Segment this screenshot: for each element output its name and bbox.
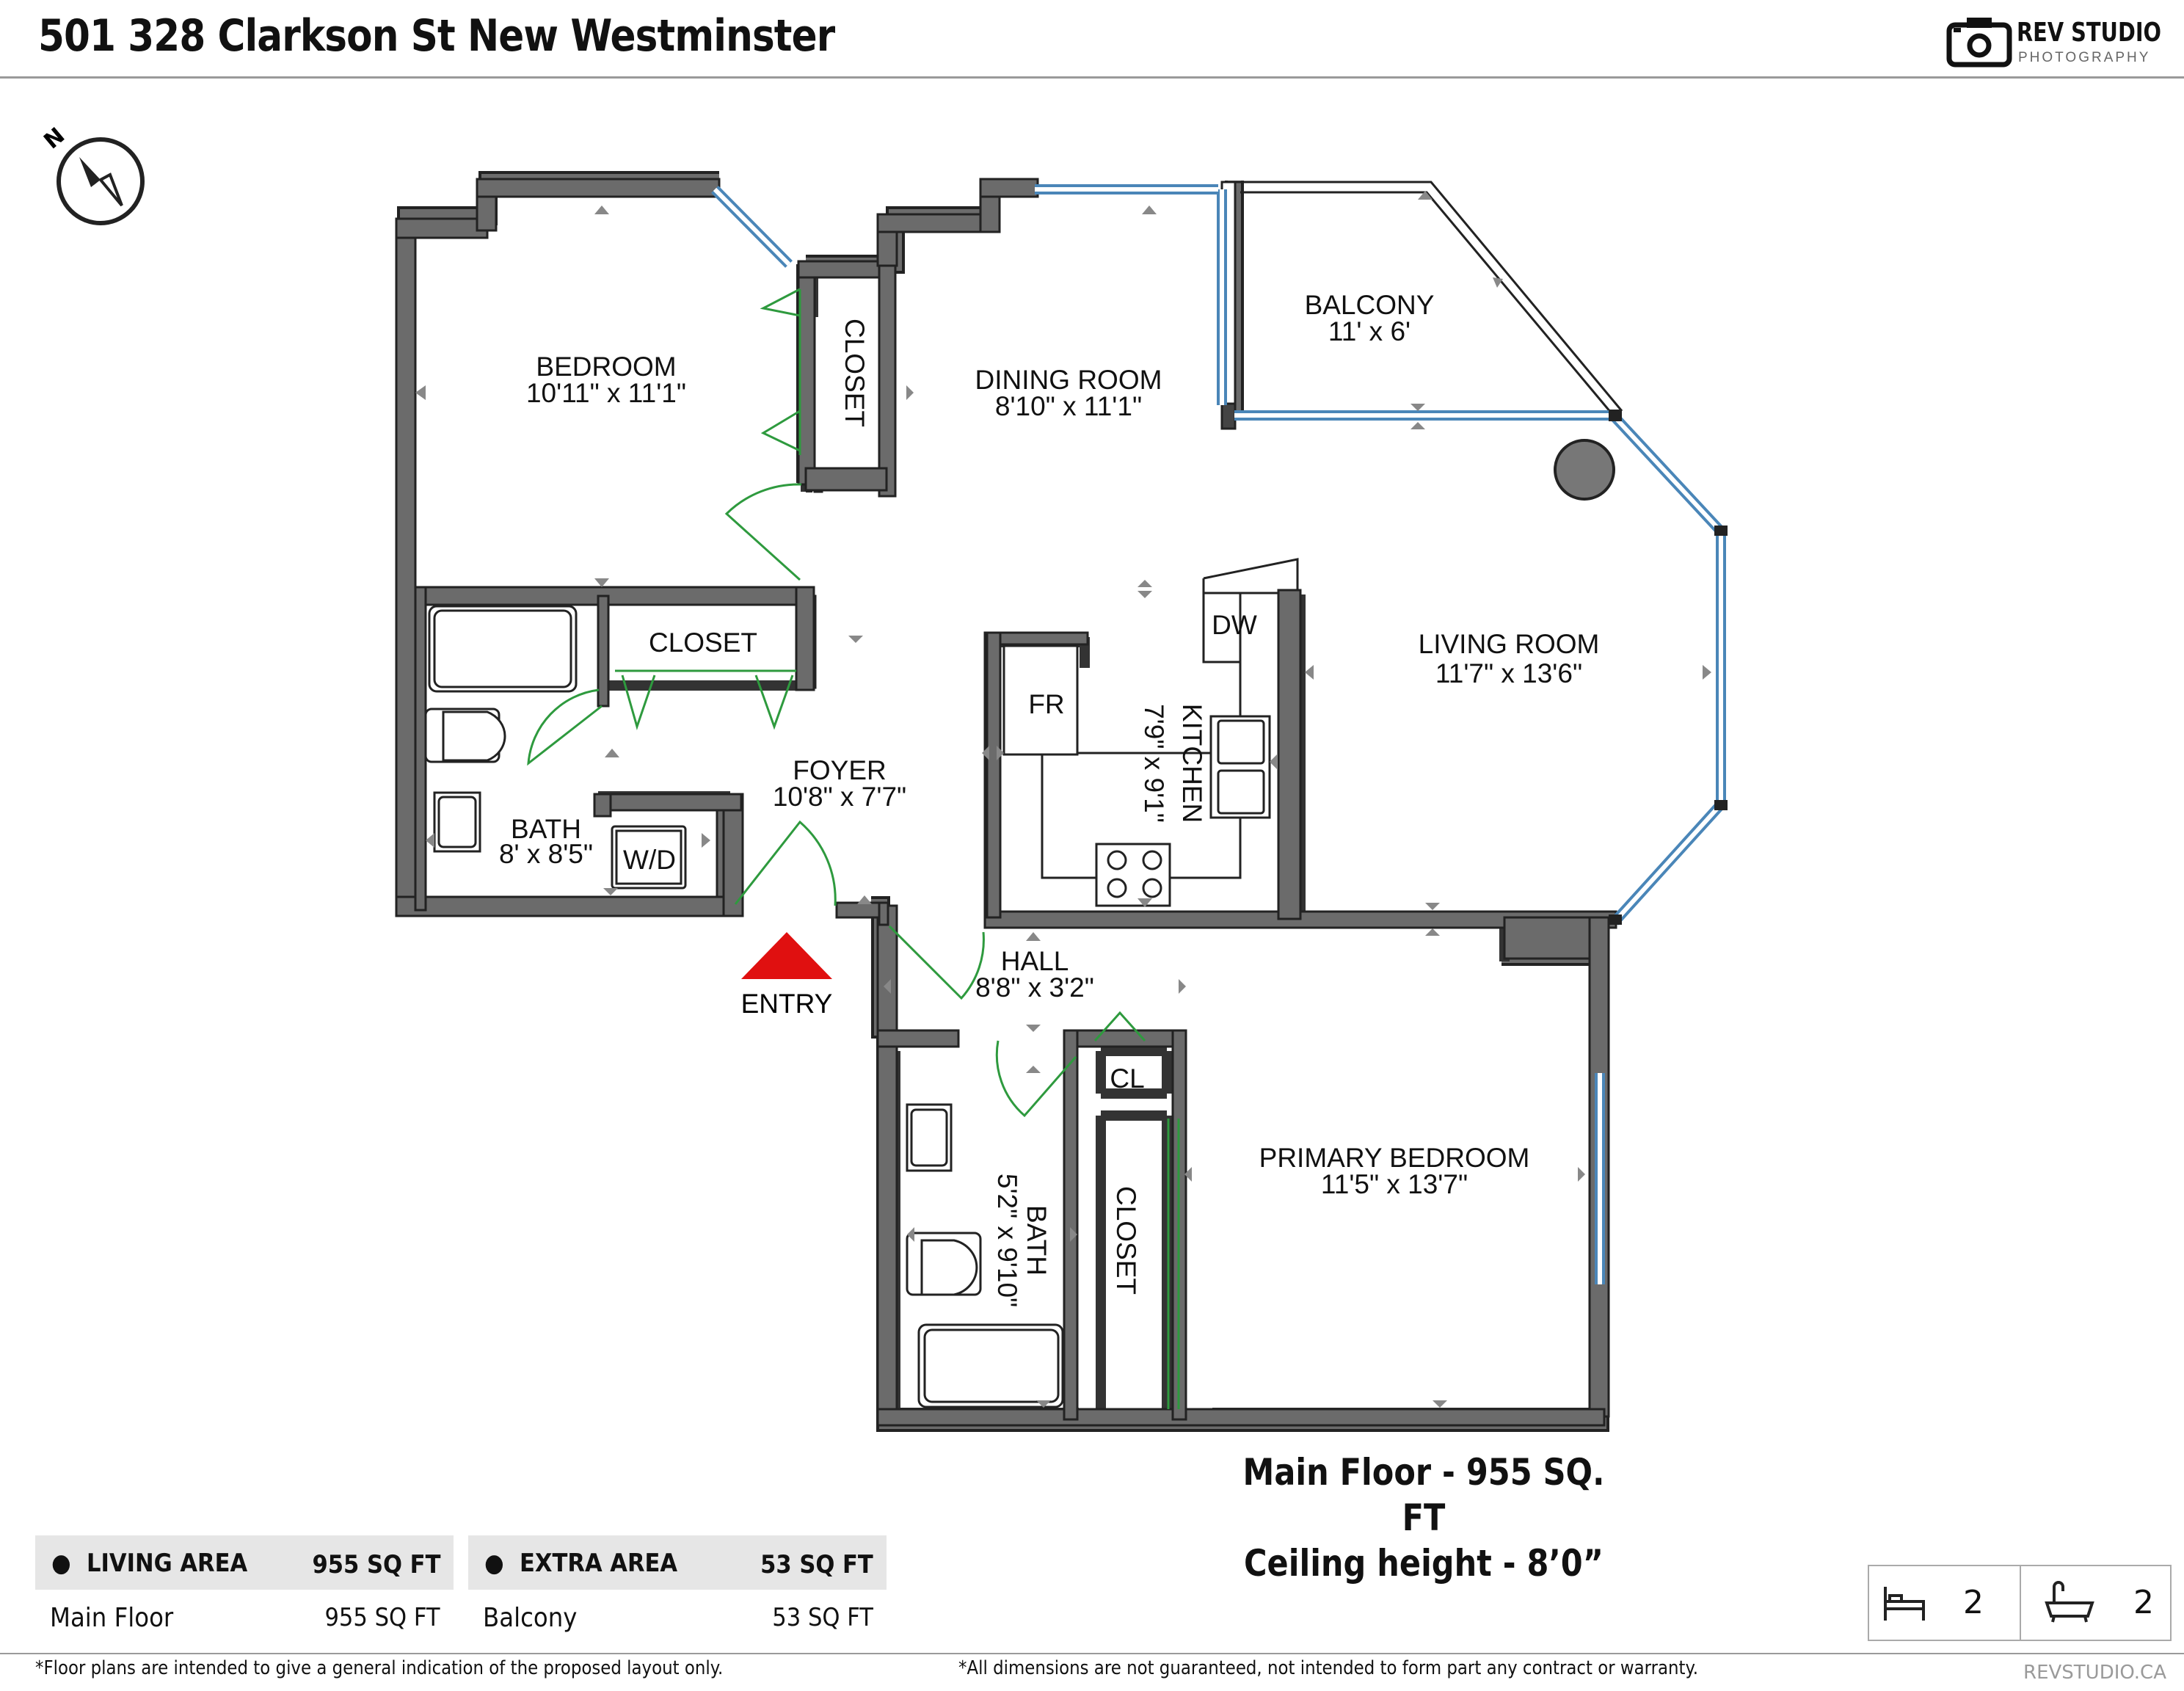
extra-area-row-value: 53 SQ FT (772, 1603, 873, 1632)
bath1-dims: 8' x 8'5" (499, 839, 593, 869)
bathroom-count: 2 (2133, 1584, 2154, 1621)
living-label: LIVING ROOM (1419, 629, 1600, 659)
balcony-label: BALCONY (1305, 290, 1435, 320)
windows-inner (713, 187, 1723, 1284)
doors (527, 288, 1180, 1409)
dimension-markers (415, 191, 1711, 1408)
floor-area-summary: Main Floor - 955 SQ. FT (1242, 1451, 1605, 1539)
primary-bedroom-label: PRIMARY BEDROOM (1259, 1143, 1530, 1173)
fridge-label: FR (1028, 689, 1064, 719)
bath1-label: BATH (511, 814, 581, 844)
living-area-total: 955 SQ FT (311, 1550, 440, 1579)
bedroom-dims: 10'11" x 11'1" (526, 378, 686, 408)
logo-subtitle: PHOTOGRAPHY (2018, 50, 2151, 65)
kitchen-dims: 7'9" x 9'1" (1139, 704, 1169, 823)
balcony-dims: 11' x 6' (1328, 316, 1410, 346)
room-counts: 2 2 (1868, 1565, 2172, 1641)
bath1-fixtures (424, 605, 687, 890)
foyer-label: FOYER (793, 755, 886, 785)
closet-hall-label: CLOSET (649, 628, 757, 658)
counts-divider (2020, 1566, 2021, 1640)
entry-label: ENTRY (741, 989, 833, 1019)
logo-name: REV STUDIO (2017, 18, 2162, 48)
living-area-row-label: Main Floor (50, 1603, 174, 1633)
room-labels: BEDROOM 10'11" x 11'1" CLOSET DINING ROO… (499, 290, 1599, 1307)
living-area-label: ● LIVING AREA (51, 1549, 248, 1578)
bath2-dims: 5'2" x 9'10" (992, 1174, 1022, 1307)
dining-label: DINING ROOM (975, 365, 1162, 395)
dishwasher-label: DW (1212, 610, 1257, 640)
dining-dims: 8'10" x 11'1" (995, 391, 1142, 421)
ceiling-height: Ceiling height - 8’0” (1243, 1542, 1604, 1585)
hall-dims: 8'8" x 3'2" (975, 972, 1094, 1003)
washer-dryer-label: W/D (623, 845, 676, 875)
bath2-label: BATH (1022, 1205, 1052, 1276)
extra-area-box: ● EXTRA AREA 53 SQ FT Balcony 53 SQ FT (468, 1535, 887, 1645)
bath2-fixtures (906, 1103, 1064, 1408)
extra-area-label: ● EXTRA AREA (484, 1549, 678, 1578)
bedroom-label: BEDROOM (536, 352, 676, 382)
extra-area-row-label: Balcony (483, 1603, 578, 1633)
primary-bedroom-dims: 11'5" x 13'7" (1321, 1169, 1468, 1199)
disclaimer-right: *All dimensions are not guaranteed, not … (958, 1657, 1699, 1679)
footer-divider (0, 1653, 2184, 1654)
camera-icon (1946, 18, 2012, 68)
extra-area-header: ● EXTRA AREA 53 SQ FT (468, 1535, 887, 1590)
window-joints (1609, 410, 1728, 925)
header-divider (0, 76, 2184, 79)
closet-bedroom-label: CLOSET (840, 319, 870, 427)
compass-north-label: N (39, 123, 70, 154)
cl-label: CL (1110, 1063, 1144, 1094)
living-area-row-value: 955 SQ FT (324, 1603, 440, 1632)
living-area-header: ● LIVING AREA 955 SQ FT (35, 1535, 454, 1590)
column (1554, 439, 1615, 501)
floor-summary: Main Floor - 955 SQ. FT Ceiling height -… (1234, 1450, 1613, 1586)
extra-area-total: 53 SQ FT (760, 1550, 873, 1579)
page-title: 501 328 Clarkson St New Westminster (38, 10, 835, 62)
website: REVSTUDIO.CA (2023, 1662, 2166, 1684)
closet-primary-label: CLOSET (1111, 1186, 1141, 1295)
kitchen-counters (1002, 558, 1299, 907)
kitchen-walls (1277, 589, 1302, 920)
hall-label: HALL (1001, 946, 1069, 976)
kitchen-label: KITCHEN (1177, 704, 1207, 823)
compass-icon: N (39, 123, 145, 225)
bed-icon (1884, 1587, 1925, 1621)
foyer-dims: 10'8" x 7'7" (773, 782, 906, 812)
bathtub-icon (2045, 1581, 2094, 1623)
logo: REV STUDIO PHOTOGRAPHY (1946, 15, 2166, 68)
living-dims: 11'7" x 13'6" (1435, 658, 1582, 688)
entry-marker-icon (741, 932, 832, 979)
bedroom-count: 2 (1963, 1584, 1984, 1621)
disclaimer-left: *Floor plans are intended to give a gene… (35, 1657, 724, 1679)
living-area-box: ● LIVING AREA 955 SQ FT Main Floor 955 S… (35, 1535, 454, 1645)
bedroom-walls (395, 178, 1039, 919)
